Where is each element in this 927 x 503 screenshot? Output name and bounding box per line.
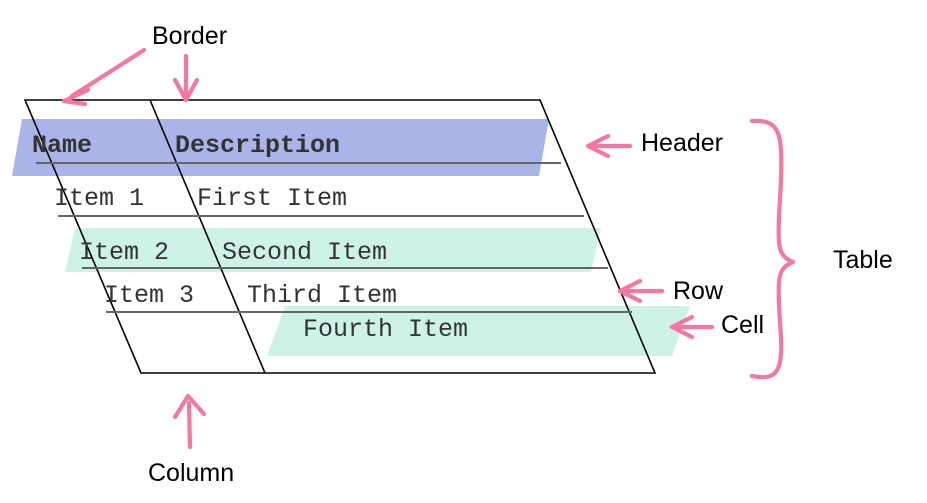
table-cell-row1-description: First Item <box>197 184 348 213</box>
arrow-up-icon <box>172 393 207 450</box>
column-divider-line <box>149 99 266 374</box>
table-cell-floating-fourth: Fourth Item <box>303 315 469 344</box>
table-header-cell-description: Description <box>175 131 341 160</box>
annotation-label-row: Row <box>673 277 724 305</box>
table-cell-row2-name: Item 2 <box>79 238 170 267</box>
annotation-label-table: Table <box>833 246 893 274</box>
annotation-label-border: Border <box>152 22 228 50</box>
table-cell-row3-name: Item 3 <box>104 281 195 310</box>
table-border-outline <box>23 99 657 374</box>
arrow-left-cell-icon <box>669 314 715 340</box>
arrow-left-row-icon <box>617 278 665 304</box>
table-cell-row1-name: Item 1 <box>54 184 145 213</box>
table-header-cell-name: Name <box>32 131 93 160</box>
cell-highlight-band <box>267 306 690 356</box>
arrow-down-left-icon <box>61 47 147 107</box>
arrow-down-icon <box>172 53 200 103</box>
annotation-label-header: Header <box>641 129 723 157</box>
annotation-label-cell: Cell <box>721 311 765 339</box>
header-highlight-band <box>12 119 549 176</box>
annotation-label-column: Column <box>148 459 235 487</box>
row-highlight-band <box>65 228 601 272</box>
arrow-left-header-icon <box>585 133 633 159</box>
curly-brace-icon <box>749 118 796 380</box>
table-cell-row3-description: Third Item <box>247 281 398 310</box>
table-cell-row2-description: Second Item <box>222 238 388 267</box>
